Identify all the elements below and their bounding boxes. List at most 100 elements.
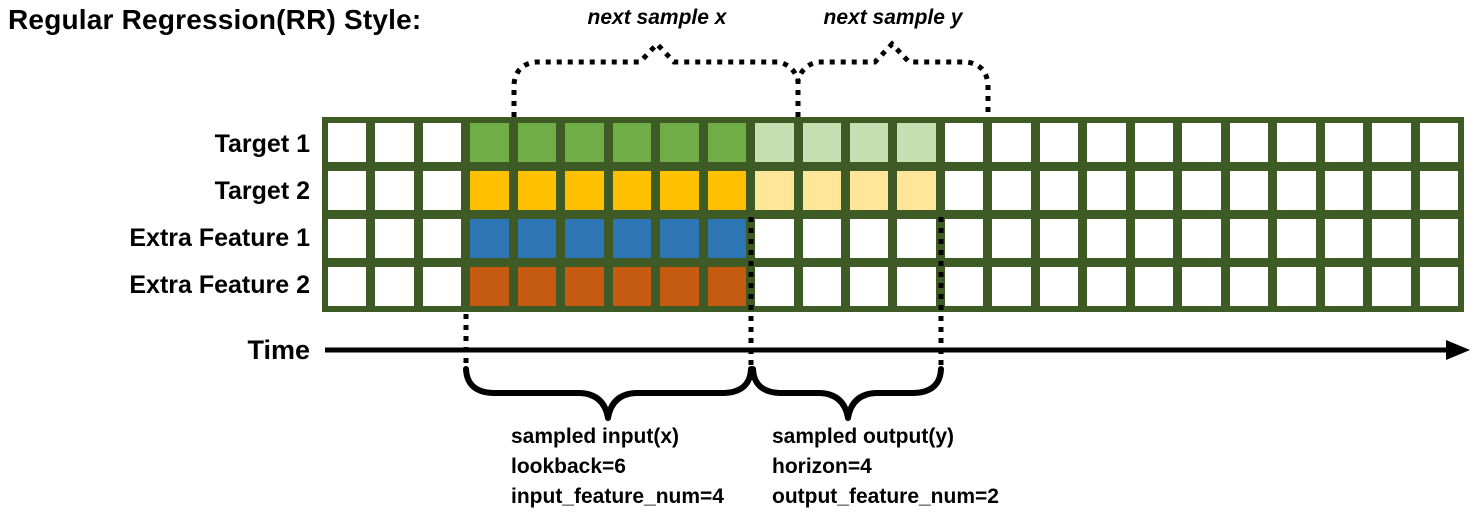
grid-cell bbox=[1039, 219, 1079, 258]
output-cell bbox=[755, 171, 794, 210]
grid-cell bbox=[992, 219, 1031, 258]
grid-cell bbox=[1229, 219, 1269, 258]
input-cell bbox=[517, 171, 557, 210]
grid-cell bbox=[1134, 123, 1174, 162]
input-cell bbox=[565, 219, 604, 258]
grid-cell bbox=[328, 219, 367, 258]
next-sample-y-label: next sample y bbox=[823, 6, 963, 29]
time-axis-arrowhead bbox=[1446, 340, 1470, 360]
grid-cell bbox=[1182, 171, 1221, 210]
grid-cell bbox=[1277, 171, 1316, 210]
row-label-extra-feature-2: Extra Feature 2 bbox=[129, 271, 310, 299]
grid-cell bbox=[802, 267, 842, 306]
output-cell bbox=[802, 123, 842, 162]
grid-cell bbox=[1324, 123, 1364, 162]
diagram-title: Regular Regression(RR) Style: bbox=[8, 4, 422, 35]
input-cell bbox=[470, 267, 509, 306]
grid-cell bbox=[1419, 171, 1458, 210]
grid-cell bbox=[1419, 123, 1458, 162]
grid-cell bbox=[755, 219, 794, 258]
grid-cell bbox=[1229, 123, 1269, 162]
input-cell bbox=[612, 123, 652, 162]
time-axis-label: Time bbox=[247, 335, 310, 365]
row-label-target-2: Target 2 bbox=[214, 177, 310, 205]
sampled-output-annotation: sampled output(y) horizon=4 output_featu… bbox=[772, 422, 999, 512]
grid-cell bbox=[1182, 123, 1221, 162]
output-cell bbox=[850, 171, 889, 210]
output-feature-num-line: output_feature_num=2 bbox=[772, 485, 999, 508]
grid-cell bbox=[1134, 171, 1174, 210]
output-cell bbox=[802, 171, 842, 210]
input-cell bbox=[707, 171, 747, 210]
grid-cell bbox=[992, 267, 1031, 306]
grid-cell bbox=[1087, 219, 1126, 258]
grid-cell bbox=[944, 219, 984, 258]
input-cell bbox=[517, 219, 557, 258]
input-cell bbox=[707, 123, 747, 162]
grid-cell bbox=[1372, 171, 1411, 210]
grid-cell bbox=[1372, 267, 1411, 306]
input-cell bbox=[707, 267, 747, 306]
next-sample-x-label: next sample x bbox=[587, 6, 727, 29]
sampled-output-brace bbox=[750, 366, 944, 421]
grid-cell bbox=[944, 267, 984, 306]
grid-cell bbox=[1324, 267, 1364, 306]
grid-cell bbox=[1182, 219, 1221, 258]
horizon-line: horizon=4 bbox=[772, 455, 872, 478]
grid-cell bbox=[1277, 123, 1316, 162]
input-feature-num-line: input_feature_num=4 bbox=[511, 485, 724, 508]
input-cell bbox=[660, 123, 699, 162]
grid-cell bbox=[1277, 267, 1316, 306]
grid-cell bbox=[1087, 123, 1126, 162]
grid-cell bbox=[1134, 267, 1174, 306]
grid-cell bbox=[1324, 219, 1364, 258]
grid-cell bbox=[375, 123, 414, 162]
grid-cell bbox=[1229, 267, 1269, 306]
grid-cell bbox=[1087, 267, 1126, 306]
input-cell bbox=[707, 219, 747, 258]
input-cell bbox=[470, 219, 509, 258]
output-cell bbox=[897, 123, 936, 162]
grid-cell bbox=[1182, 267, 1221, 306]
grid-cell bbox=[944, 123, 984, 162]
grid-cell bbox=[1039, 171, 1079, 210]
grid-cell bbox=[328, 123, 367, 162]
grid-cell bbox=[897, 267, 936, 306]
row-label-target-1: Target 1 bbox=[214, 130, 310, 158]
input-cell bbox=[470, 171, 509, 210]
row-label-extra-feature-1: Extra Feature 1 bbox=[129, 224, 310, 252]
grid-cell bbox=[1419, 219, 1458, 258]
grid-cell bbox=[328, 171, 367, 210]
grid-cell bbox=[992, 123, 1031, 162]
grid-cell bbox=[850, 219, 889, 258]
grid-cell bbox=[422, 267, 462, 306]
output-cell bbox=[897, 171, 936, 210]
grid-cell bbox=[755, 267, 794, 306]
grid-cell bbox=[1039, 267, 1079, 306]
sampled-input-brace bbox=[463, 366, 754, 421]
grid-cell bbox=[1419, 267, 1458, 306]
next-sample-y-brace bbox=[795, 40, 991, 117]
grid-cell bbox=[1324, 171, 1364, 210]
sampled-input-annotation: sampled input(x) lookback=6 input_featur… bbox=[511, 422, 724, 512]
input-cell bbox=[517, 123, 557, 162]
grid-cell bbox=[1372, 123, 1411, 162]
input-cell bbox=[565, 171, 604, 210]
input-cell bbox=[660, 171, 699, 210]
grid-cell bbox=[422, 171, 462, 210]
grid-cell bbox=[375, 219, 414, 258]
input-cell bbox=[660, 267, 699, 306]
input-cell bbox=[470, 123, 509, 162]
input-cell bbox=[612, 219, 652, 258]
sampled-output-line: sampled output(y) bbox=[772, 425, 954, 448]
input-cell bbox=[517, 267, 557, 306]
grid-cell bbox=[328, 267, 367, 306]
lookback-line: lookback=6 bbox=[511, 455, 626, 478]
grid-cell bbox=[1372, 219, 1411, 258]
grid bbox=[322, 117, 1464, 312]
grid-cell bbox=[992, 171, 1031, 210]
grid-cell bbox=[850, 267, 889, 306]
input-cell bbox=[565, 123, 604, 162]
grid-cell bbox=[944, 171, 984, 210]
